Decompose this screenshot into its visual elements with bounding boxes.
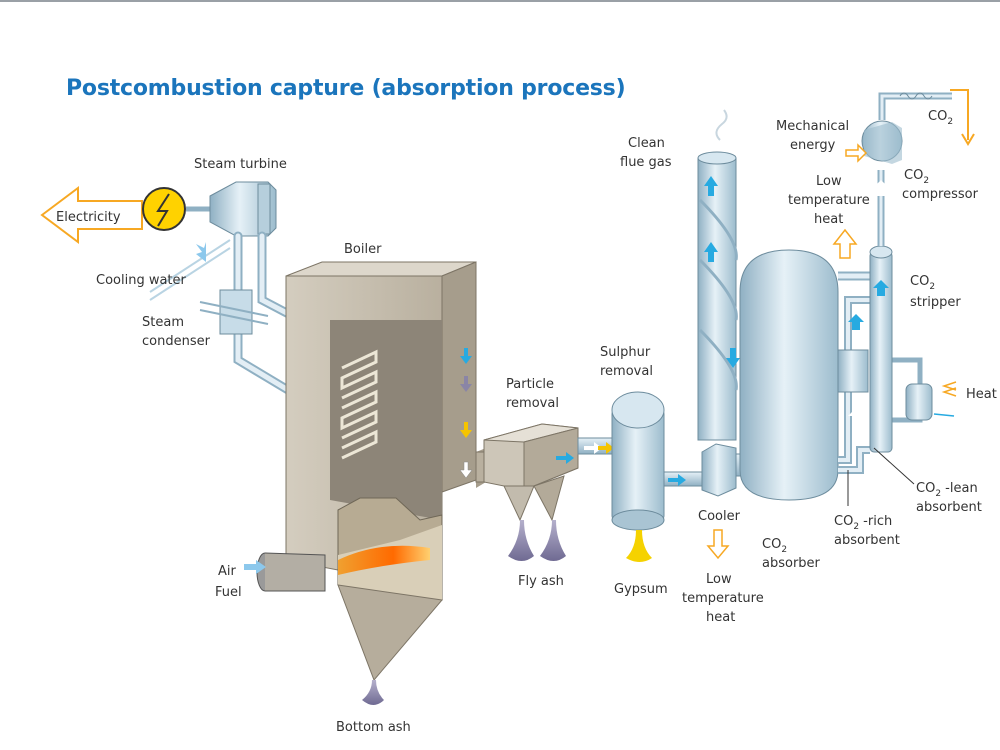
steam-condenser: Steam condenser bbox=[142, 289, 269, 349]
stripper-heat-out: Low temperature heat bbox=[788, 174, 870, 259]
co2-stripper: CO2 stripper bbox=[848, 245, 961, 453]
steam-turbine-label: Steam turbine bbox=[194, 157, 287, 172]
generator-icon bbox=[142, 187, 212, 231]
sulphur-removal-label-1: Sulphur bbox=[600, 345, 651, 360]
lean-absorbent-label-co: CO2 -lean bbox=[916, 481, 978, 499]
cooler: Cooler bbox=[698, 443, 741, 524]
co2-absorber-label-co: CO2 bbox=[762, 537, 787, 555]
mechanical-energy-input: Mechanical energy bbox=[776, 119, 868, 163]
co2-compressor-label: compressor bbox=[902, 187, 979, 202]
steam-condenser-label-1: Steam bbox=[142, 315, 184, 330]
steam-condenser-label-2: condenser bbox=[142, 334, 211, 349]
co2-absorber: CO2 absorber bbox=[739, 249, 839, 571]
reboiler: Heat bbox=[905, 381, 997, 421]
top-border-line bbox=[0, 0, 1000, 2]
stripper-low-temp-label-1: Low bbox=[816, 174, 842, 189]
cooler-label: Cooler bbox=[698, 509, 741, 524]
fly-ash: Fly ash bbox=[508, 520, 566, 589]
electricity-label: Electricity bbox=[56, 210, 121, 225]
electricity-arrow: Electricity bbox=[40, 186, 143, 244]
particle-removal-label-2: removal bbox=[506, 396, 559, 411]
gypsum: Gypsum bbox=[614, 530, 668, 597]
sulphur-removal-tower: Sulphur removal bbox=[600, 345, 665, 531]
duct-to-sulphur bbox=[577, 437, 619, 455]
stripper-low-temp-label-3: heat bbox=[814, 212, 843, 227]
rich-absorbent-callout: CO2 -rich absorbent bbox=[834, 470, 900, 548]
rich-absorbent-label-co: CO2 -rich bbox=[834, 514, 892, 532]
co2-stripper-label: stripper bbox=[910, 295, 961, 310]
mechanical-energy-label-2: energy bbox=[790, 138, 836, 153]
cooling-water: Cooling water bbox=[96, 239, 231, 301]
co2-stripper-label-co: CO2 bbox=[910, 274, 935, 292]
lean-absorbent-label: absorbent bbox=[916, 500, 982, 515]
cooler-heat-out: Low temperature heat bbox=[682, 529, 764, 625]
rich-absorbent-label: absorbent bbox=[834, 533, 900, 548]
particle-removal-label-1: Particle bbox=[506, 377, 554, 392]
cooling-water-label: Cooling water bbox=[96, 273, 187, 288]
mechanical-energy-label-1: Mechanical bbox=[776, 119, 849, 134]
clean-flue-gas-label-2: flue gas bbox=[620, 155, 672, 170]
gypsum-label: Gypsum bbox=[614, 582, 668, 597]
low-temp-heat-label-1: Low bbox=[706, 572, 732, 587]
low-temp-heat-label-2: temperature bbox=[682, 591, 764, 606]
boiler-tubes bbox=[340, 349, 378, 460]
fuel-label: Fuel bbox=[215, 585, 242, 600]
bottom-ash: Bottom ash bbox=[336, 680, 411, 735]
co2-absorber-label: absorber bbox=[762, 556, 821, 571]
steam-turbine: Steam turbine bbox=[194, 157, 287, 237]
boiler: Boiler bbox=[285, 242, 477, 681]
heat-exchanger bbox=[837, 349, 869, 393]
stripper-low-temp-label-2: temperature bbox=[788, 193, 870, 208]
clean-flue-gas-label-1: Clean bbox=[628, 136, 665, 151]
boiler-flow-arrows bbox=[459, 348, 473, 479]
lean-absorbent-callout: CO2 -lean absorbent bbox=[873, 447, 982, 515]
air-fuel-inlet: Air Fuel bbox=[215, 552, 326, 600]
heat-in-label: Heat bbox=[966, 387, 997, 402]
low-temp-heat-label-3: heat bbox=[706, 610, 735, 625]
bottom-ash-label: Bottom ash bbox=[336, 720, 411, 735]
sulphur-removal-label-2: removal bbox=[600, 364, 653, 379]
co2-compressor: CO2 compressor CO2 bbox=[861, 89, 979, 246]
boiler-label: Boiler bbox=[344, 242, 382, 257]
page-title: Postcombustion capture (absorption proce… bbox=[66, 76, 626, 101]
co2-compressor-label-co: CO2 bbox=[904, 168, 929, 186]
clean-flue-gas-stack: Clean flue gas bbox=[620, 109, 740, 441]
co2-output-label: CO2 bbox=[928, 109, 953, 127]
air-label: Air bbox=[218, 564, 237, 579]
particle-removal: Particle removal bbox=[483, 377, 579, 522]
fly-ash-label: Fly ash bbox=[518, 574, 564, 589]
